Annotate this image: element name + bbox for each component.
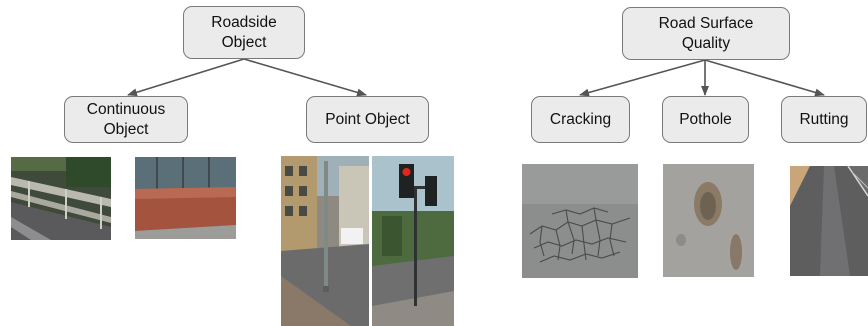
rutting-photo <box>790 166 868 276</box>
node-label: Point Object <box>325 110 410 128</box>
node-cracking: Cracking <box>531 96 630 143</box>
edge-surface-to-rutting <box>704 59 825 97</box>
node-label: Cracking <box>549 110 612 128</box>
node-roadside-object: Roadside Object <box>183 6 305 59</box>
cracking-photo <box>522 164 638 278</box>
barrier-wall-photo <box>135 157 236 239</box>
street-pole-photo <box>281 156 369 326</box>
node-continuous-object: Continuous Object <box>64 96 188 143</box>
node-rutting: Rutting <box>781 96 867 143</box>
node-pothole: Pothole <box>662 96 749 143</box>
node-label: Pothole <box>679 110 732 128</box>
edge-surface-to-cracking <box>579 59 706 97</box>
node-label: Continuous Object <box>86 100 166 138</box>
node-label: Roadside Object <box>211 13 277 51</box>
edge-roadside-to-point <box>243 58 367 97</box>
node-label: Road Surface Quality <box>658 14 754 52</box>
node-label: Rutting <box>799 110 849 128</box>
node-road-surface-quality: Road Surface Quality <box>622 7 790 60</box>
node-point-object: Point Object <box>306 96 429 143</box>
guardrail-photo <box>11 157 111 240</box>
pothole-photo <box>663 164 754 277</box>
edge-roadside-to-continuous <box>127 58 245 97</box>
traffic-light-photo <box>372 156 454 326</box>
